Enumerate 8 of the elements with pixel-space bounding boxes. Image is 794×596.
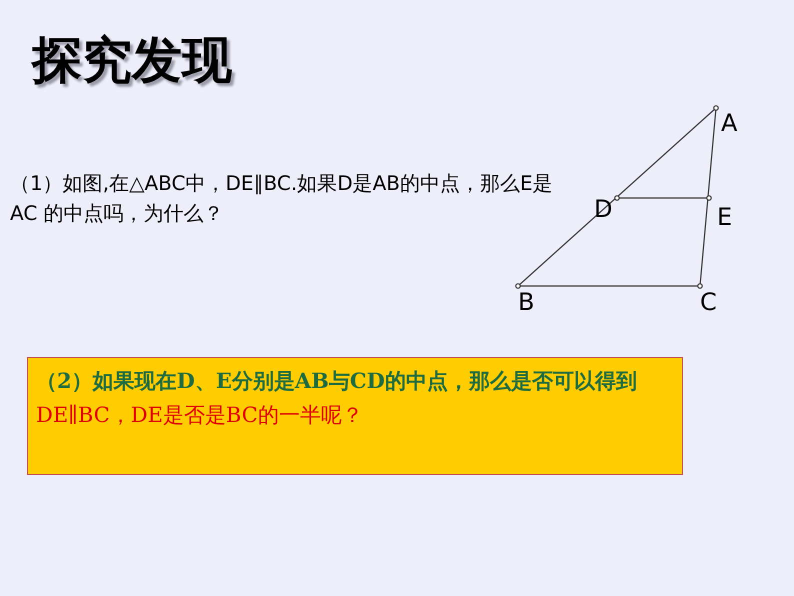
point-label: C	[700, 289, 717, 315]
point-label: E	[717, 204, 732, 230]
question-box	[27, 357, 683, 475]
slide-title: 探究发现	[32, 30, 232, 90]
question-text: （2）如果现在D、E分别是AB与CD的中点，那么是否可以得到 DE∥BC，DE是否是BC的一半呢？	[36, 367, 638, 429]
point-label: A	[721, 110, 738, 136]
question-text: （1）如图,在△ABC中，DE∥BC.如果D是AB的中点，那么E是AC 的中点吗，为什么？	[10, 170, 554, 227]
point-label: B	[518, 289, 534, 315]
